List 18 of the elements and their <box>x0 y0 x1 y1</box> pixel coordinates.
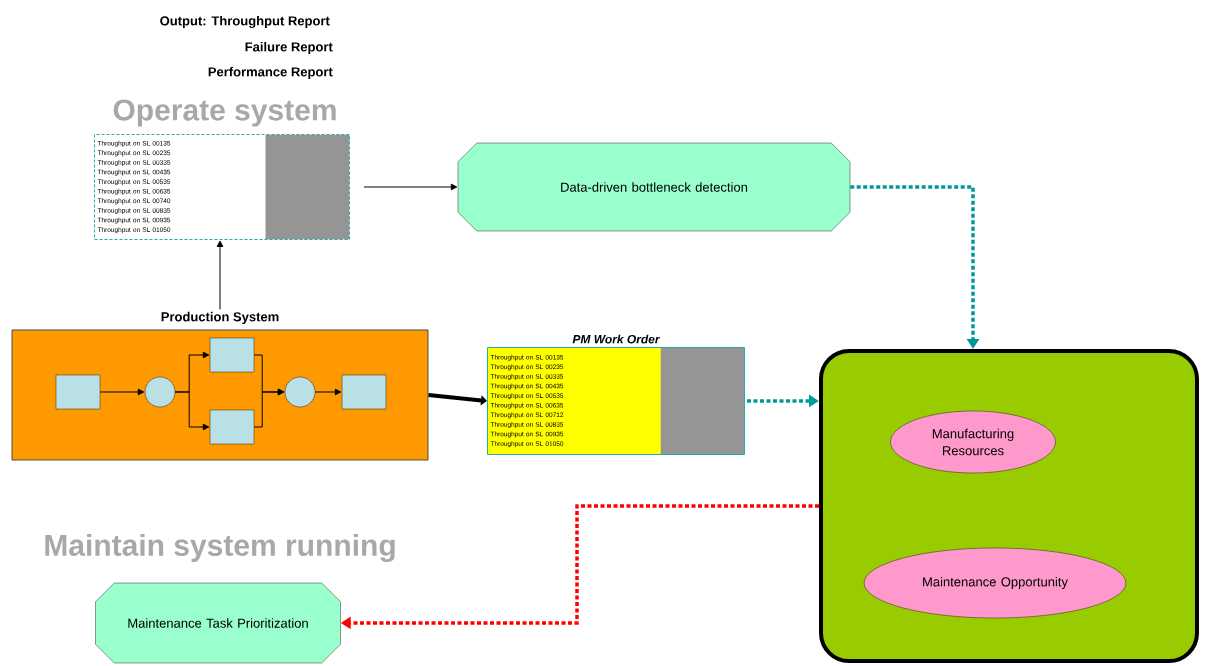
octagon-box: Maintenance Task Prioritization <box>95 582 341 664</box>
output-label: Failure Report <box>245 41 333 55</box>
arrow <box>99 388 145 396</box>
arrow <box>253 388 285 428</box>
node-label: PM Work Order <box>572 334 661 344</box>
process-box <box>209 337 255 373</box>
node-label: Production System <box>161 311 279 324</box>
process-box <box>55 374 101 410</box>
output-label: Performance Report <box>208 66 333 80</box>
process-box <box>341 374 387 410</box>
process-box <box>209 409 255 445</box>
arrow <box>363 183 458 191</box>
arrow <box>216 240 224 310</box>
process-circle <box>284 376 316 408</box>
output-label: Output: Throughput Report <box>160 15 330 29</box>
arrow <box>314 388 342 396</box>
arrow <box>174 391 210 431</box>
process-circle <box>144 376 176 408</box>
